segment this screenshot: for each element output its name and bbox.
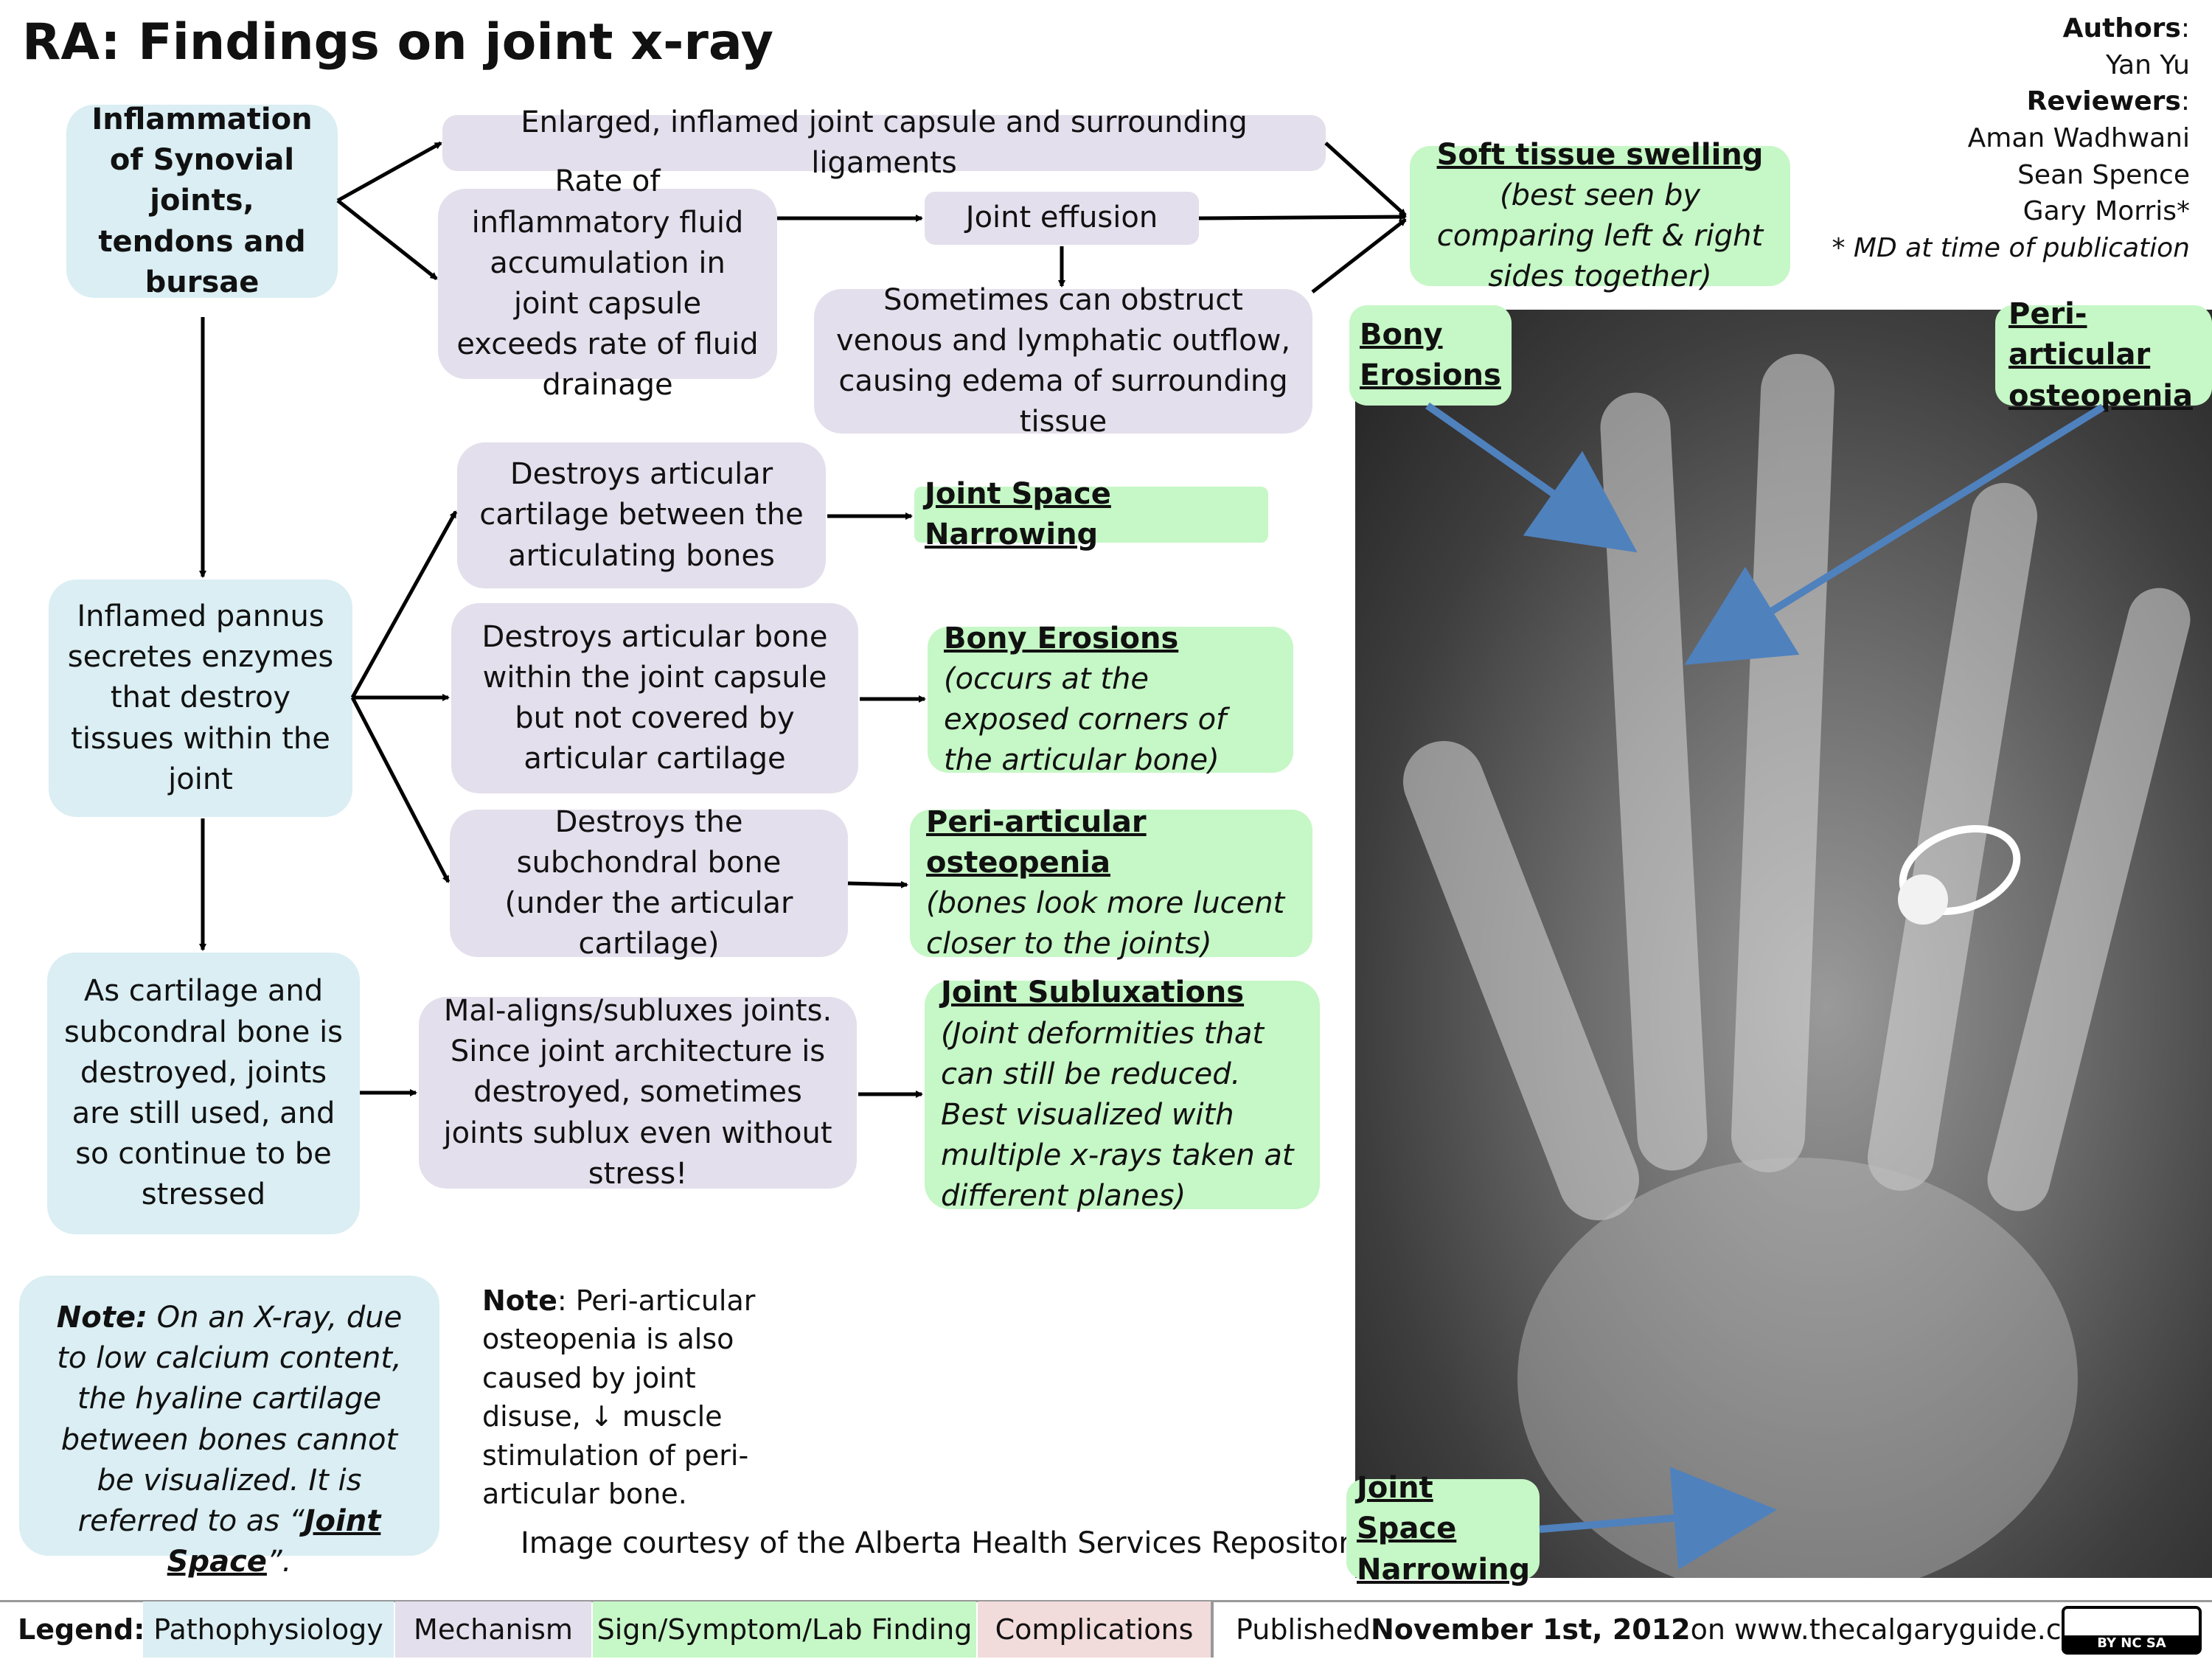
obstruct-box: Sometimes can obstruct venous and lympha… (814, 283, 1312, 439)
finger-shape (1731, 354, 1834, 1172)
subluxation-box: Joint Subluxations (Joint deformities th… (925, 975, 1320, 1213)
authors-label: Authors (2062, 13, 2181, 44)
arrow (336, 199, 438, 280)
malalign-box: Mal-aligns/subluxes joints. Since joint … (419, 994, 857, 1191)
arrow (1311, 218, 1407, 293)
finger-shape (1403, 741, 1639, 1220)
swelling-note: (best seen by comparing left & right sid… (1436, 178, 1764, 294)
hand-xray-drawing (1403, 354, 2191, 1578)
arrow (847, 880, 908, 888)
osteopenia-box: Peri-articular osteopenia(bones look mor… (910, 805, 1312, 961)
author-block: Authors: Yan Yu Reviewers: Aman Wadhwani… (1832, 10, 2190, 267)
xray-pointer-arrow (1684, 403, 2105, 665)
xray-label-osteopenia: Peri-articular osteopenia (1995, 297, 2212, 413)
osteopenia-title: Peri-articular osteopenia (926, 804, 1147, 880)
osteo-note-text: : Peri-articular osteopenia is also caus… (482, 1284, 756, 1511)
creative-commons-icon[interactable]: BY NC SA (2062, 1606, 2202, 1655)
pannus-box: Inflamed pannus secretes enzymes that de… (49, 580, 352, 817)
legend-mechanism: Mechanism (395, 1601, 591, 1658)
erosions-title: Bony Erosions (944, 621, 1179, 655)
reviewers-label: Reviewers (2026, 86, 2181, 117)
inflammation-box: Inflammation of Synovial joints, tendons… (66, 102, 338, 299)
arrow (350, 696, 451, 883)
reviewer-name: Sean Spence (2017, 159, 2190, 190)
xray-note-label: Note: (56, 1301, 147, 1335)
arrow (1198, 213, 1407, 221)
xray-note-text: On an X-ray, due to low calcium content,… (57, 1301, 403, 1538)
image-courtesy: Image courtesy of the Alberta Health Ser… (521, 1526, 1368, 1560)
xray-label-narrowing: Joint Space Narrowing (1346, 1471, 1540, 1587)
page-title: RA: Findings on joint x-ray (22, 13, 773, 72)
swelling-title: Soft tissue swelling (1436, 137, 1764, 172)
osteopenia-note: Note: Peri-articular osteopenia is also … (482, 1281, 799, 1514)
erosions-box: Bony Erosions (occurs at the exposed cor… (928, 622, 1293, 777)
author-footnote: * MD at time of publication (1832, 233, 2190, 264)
finger-shape (1600, 392, 1708, 1171)
reviewer-name: Aman Wadhwani (1967, 123, 2190, 154)
osteopenia-note: (bones look more lucent closer to the jo… (926, 886, 1285, 961)
erosions-note: (occurs at the exposed corners of the ar… (944, 661, 1227, 778)
stressed-box: As cartilage and subcondral bone is dest… (47, 953, 360, 1234)
xray-note-box: Note: On an X-ray, due to low calcium co… (19, 1276, 439, 1579)
xray-note-term: Joint Space (167, 1503, 381, 1579)
finger-shape (1868, 483, 2037, 1191)
swelling-box: Soft tissue swelling (best seen by compa… (1410, 138, 1790, 293)
legend-divider (1211, 1601, 1214, 1658)
author-name: Yan Yu (2105, 49, 2190, 80)
legend-complications: Complications (978, 1601, 1211, 1658)
xray-note-end: ”. (266, 1545, 292, 1579)
legend-bar (0, 1600, 2212, 1659)
arrow (1324, 142, 1407, 217)
xray-pointer-arrow (1539, 1467, 1777, 1570)
bone-box: Destroys articular bone within the joint… (451, 603, 858, 793)
fluid-rate-box: Rate of inflammatory fluid accumulation … (438, 164, 777, 402)
published-line: Published November 1st, 2012 on www.thec… (1236, 1613, 2106, 1646)
osteo-note-label: Note (482, 1284, 557, 1317)
xray-label-erosions: Bony Erosions (1349, 305, 1512, 406)
subluxation-note: (Joint deformities that can still be red… (941, 1016, 1294, 1214)
cartilage-box: Destroys articular cartilage between the… (457, 442, 826, 588)
arrow (336, 141, 442, 203)
xray-pointer-arrow (1425, 402, 1638, 553)
legend-pathophysiology: Pathophysiology (143, 1601, 394, 1658)
ring-stone (1898, 874, 1948, 925)
subchondral-box: Destroys the subchondral bone (under the… (450, 805, 848, 961)
subluxation-title: Joint Subluxations (941, 975, 1245, 1010)
arrow (350, 510, 458, 699)
finger-shape (1987, 588, 2191, 1211)
reviewer-name: Gary Morris* (2023, 196, 2190, 227)
wrist-shape (1517, 1158, 2078, 1578)
narrowing-title: Joint Space Narrowing (925, 476, 1111, 552)
legend-finding: Sign/Symptom/Lab Finding (593, 1601, 976, 1658)
narrowing-box: Joint Space Narrowing (914, 477, 1268, 552)
hand-xray-image (1355, 310, 2212, 1578)
published-date: November 1st, 2012 (1370, 1613, 1691, 1646)
effusion-box: Joint effusion (925, 192, 1199, 245)
legend-label: Legend: (18, 1613, 145, 1646)
